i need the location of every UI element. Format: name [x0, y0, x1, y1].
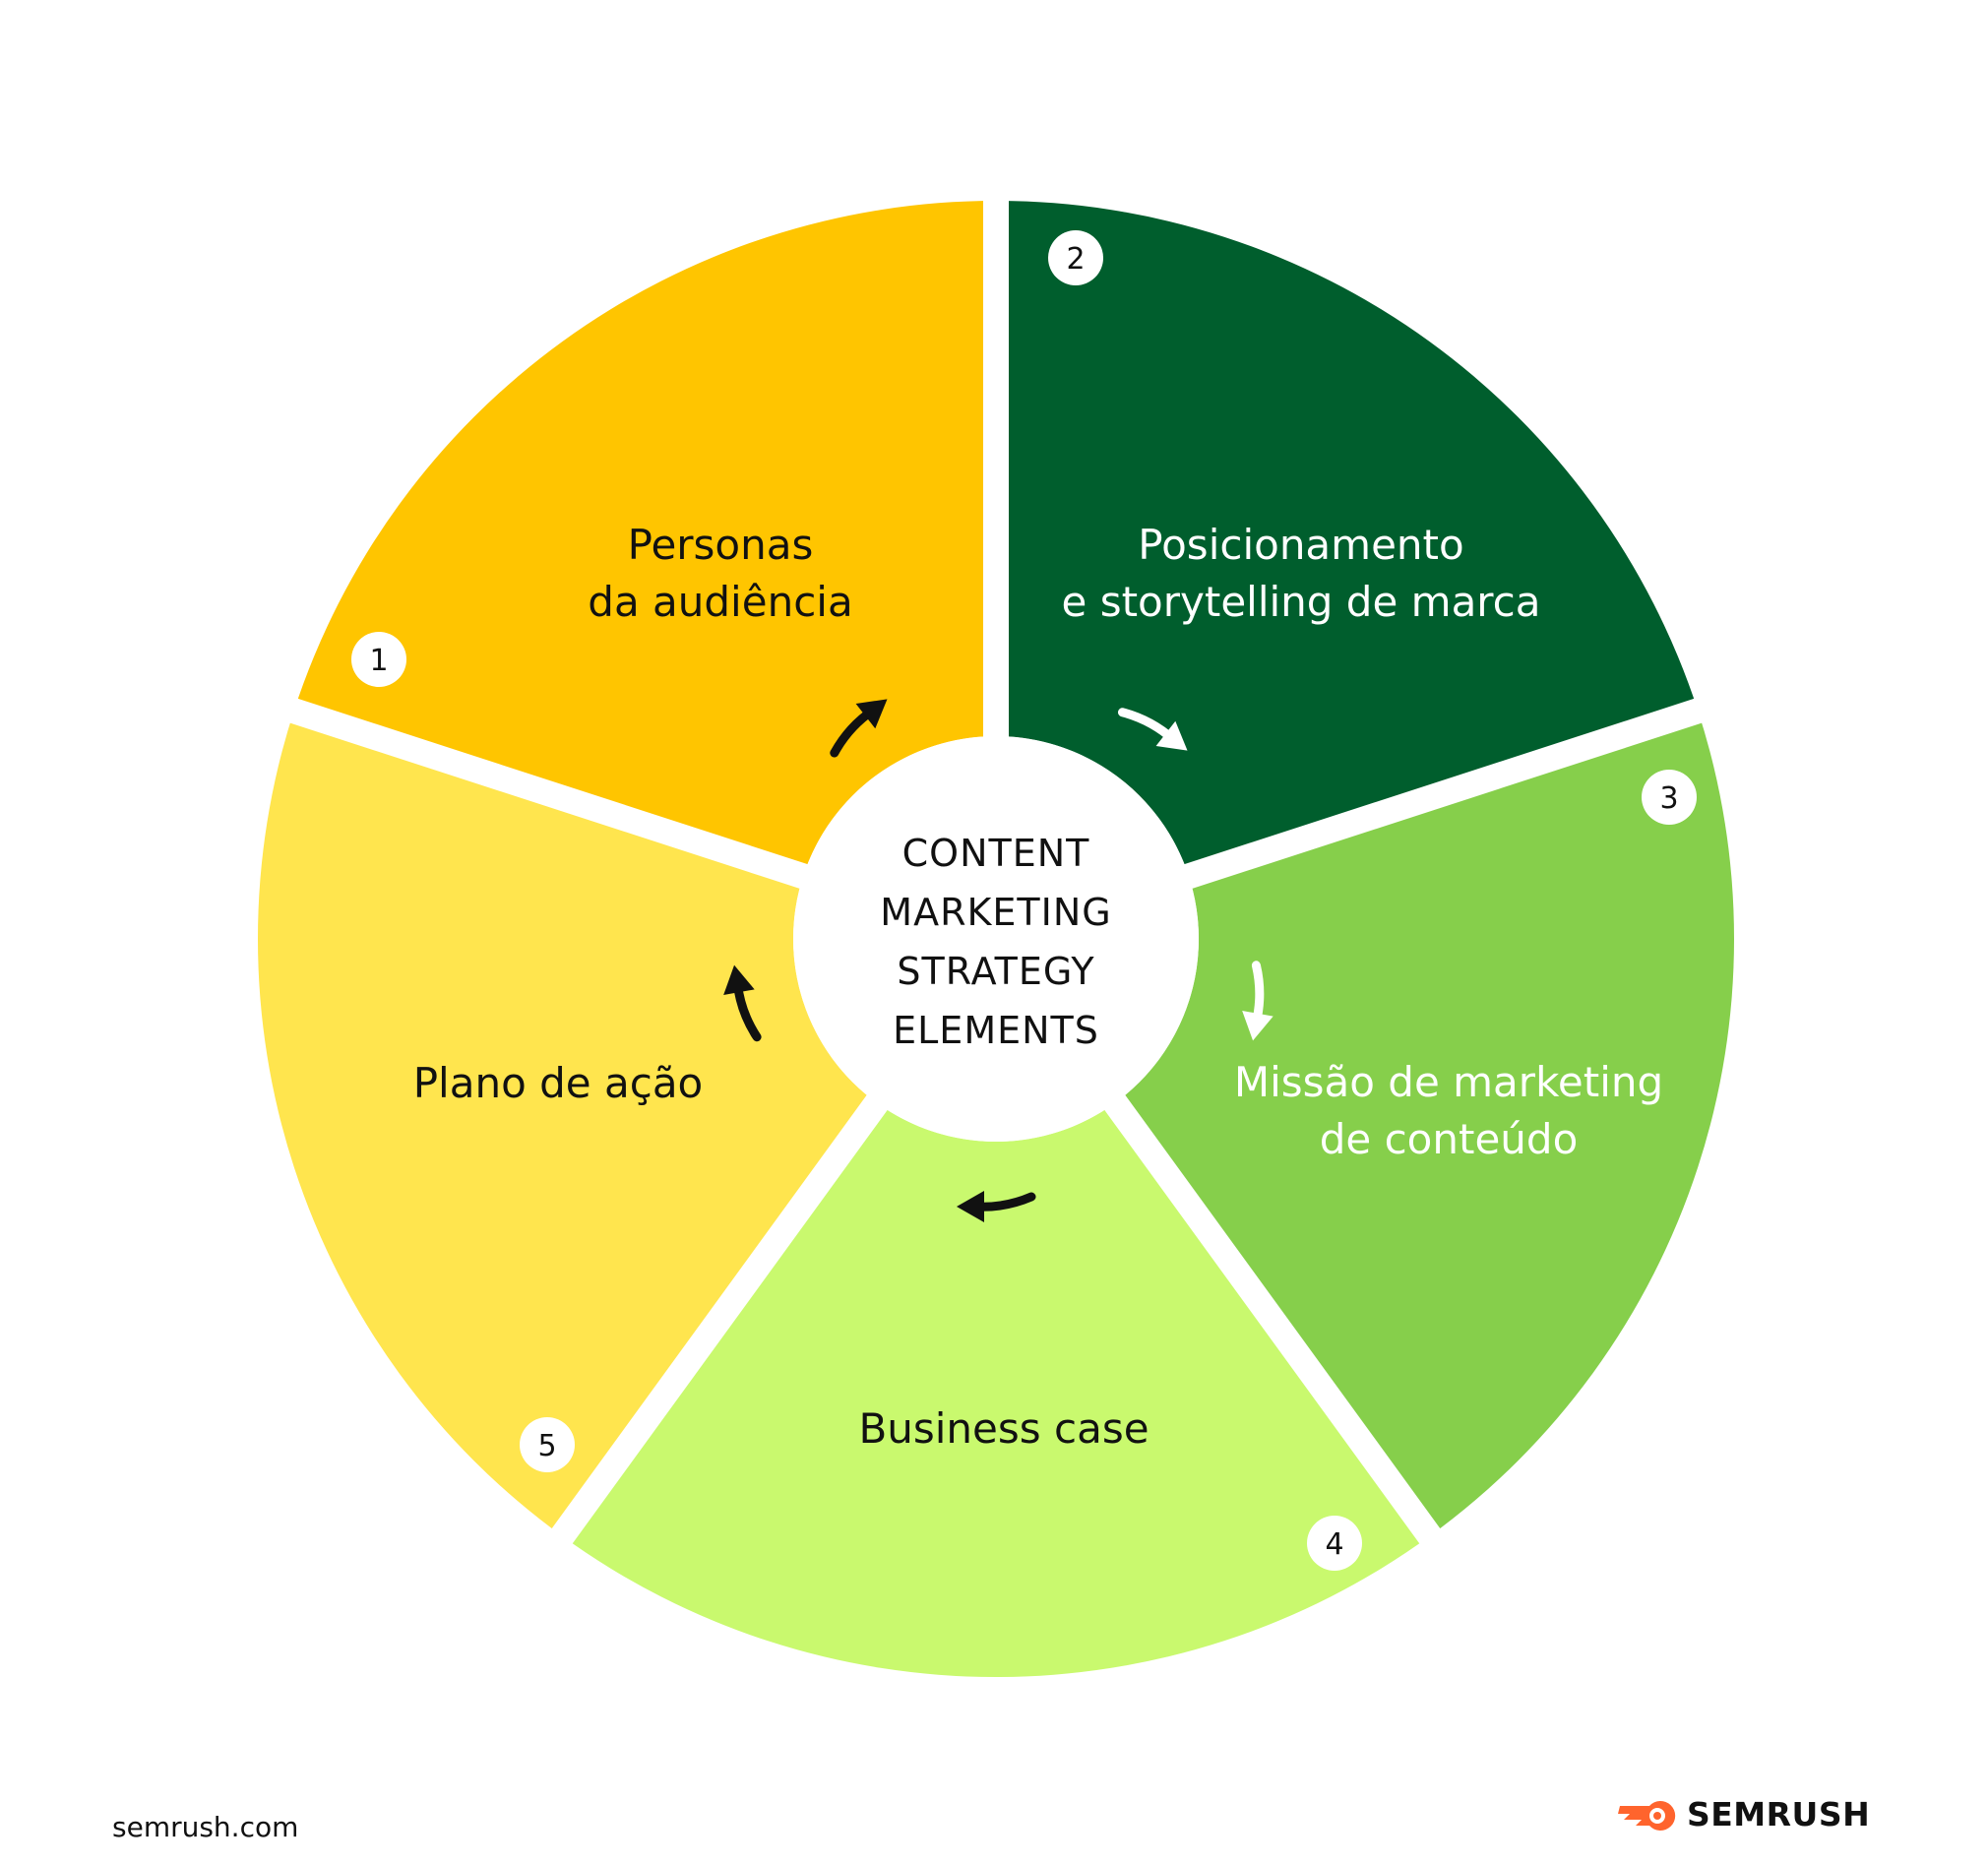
segment-3-label-line-2: de conteúdo [1320, 1115, 1579, 1163]
arrow-head [957, 1191, 984, 1222]
segment-2 [996, 201, 1699, 877]
center-line-2: MARKETING [880, 891, 1111, 934]
segment-1-number-badge: 1 [351, 632, 406, 687]
segment-4-label-line-1: Business case [858, 1404, 1149, 1453]
semrush-logo: SEMRUSH [1616, 1795, 1870, 1833]
badge-number: 2 [1066, 242, 1085, 277]
cycle-arrow-icon [957, 1191, 1036, 1222]
segment-2-label-line-1: Posicionamento [1138, 521, 1463, 569]
cycle-arrow-icon [1117, 708, 1188, 751]
center-line-1: CONTENT [902, 832, 1090, 875]
segment-5 [258, 711, 877, 1536]
segment-4-number-badge: 4 [1307, 1516, 1362, 1571]
arrow-head [1242, 1011, 1274, 1041]
badge-circle [1048, 230, 1103, 285]
arrow-head [855, 699, 888, 729]
center-circle [793, 736, 1199, 1142]
center-hub: CONTENT MARKETING STRATEGY ELEMENTS [793, 736, 1199, 1142]
segment-5-number-badge: 5 [520, 1417, 575, 1472]
segment-3-label-line-1: Missão de marketing [1234, 1058, 1663, 1106]
segment-divider [1180, 695, 1711, 891]
segment-1 [293, 201, 996, 877]
segment-divider [1101, 1090, 1447, 1552]
badge-number: 5 [537, 1429, 556, 1463]
badge-circle [1642, 770, 1697, 825]
segment-3 [1115, 711, 1734, 1536]
cycle-arrow-icon [1242, 961, 1274, 1041]
segment-3-number-badge: 3 [1642, 770, 1697, 825]
segment-5-label-line-1: Plano de ação [413, 1059, 704, 1107]
badge-circle [351, 632, 406, 687]
badge-circle [520, 1417, 575, 1472]
arrow-head [723, 964, 755, 995]
footer-url: semrush.com [112, 1811, 299, 1843]
arrow-head [1155, 720, 1188, 751]
badge-number: 4 [1325, 1527, 1343, 1562]
badge-circle [1307, 1516, 1362, 1571]
badge-number: 3 [1659, 781, 1678, 816]
semrush-flame-icon [1618, 1800, 1676, 1831]
segment-1-label-line-2: da audiência [588, 578, 852, 626]
center-line-3: STRATEGY [897, 950, 1094, 993]
badge-number: 1 [369, 644, 388, 678]
segment-1-label-line-1: Personas [628, 521, 814, 569]
cycle-arrow-icon [723, 964, 762, 1042]
segment-2-number-badge: 2 [1048, 230, 1103, 285]
segments-layer: Personas da audiência 1 Posicionamento e sto… [258, 191, 1734, 1677]
segment-divider [545, 1090, 891, 1552]
segment-divider [280, 695, 812, 891]
cycle-arrow-icon [830, 699, 888, 758]
segment-2-label-line-2: e storytelling de marca [1062, 578, 1541, 626]
brand-name: SEMRUSH [1687, 1795, 1871, 1833]
center-line-4: ELEMENTS [893, 1009, 1099, 1052]
